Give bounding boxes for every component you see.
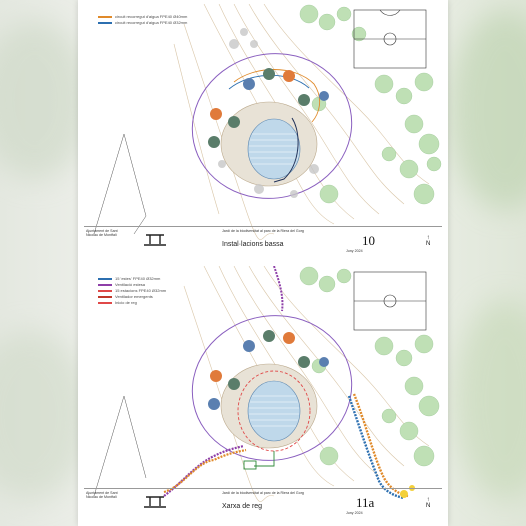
site-lines [93, 133, 147, 235]
legend-swatch [98, 283, 112, 286]
pipe-run-right-orange [352, 393, 409, 498]
basketball-court [353, 9, 427, 69]
legend-label: Ventilador emergents [115, 294, 153, 299]
legend-label: circuit recorregut d'aigua FPE40 Ø40mm [115, 14, 188, 19]
municipality-line-2: Nicolau de Montfalí [86, 233, 117, 237]
document-frame: circuit recorregut d'aigua FPE40 Ø40mm c… [78, 0, 448, 526]
legend-bottom: 15 'estes' FPE40 Ø32mm Ventilació estesa… [98, 276, 166, 306]
legend-swatch [98, 15, 112, 18]
legend-item: Inicio de reg [98, 300, 166, 305]
sheet-date: Juny 2024 [346, 511, 363, 515]
plan-sheet-bottom: 15 'estes' FPE40 Ø32mm Ventilació estesa… [84, 266, 442, 522]
legend-item: 15 'estes' FPE40 Ø32mm [98, 276, 166, 281]
basketball-court [353, 271, 427, 331]
pond [247, 380, 301, 442]
municipality-line-2: Nicolau de Montfalí [86, 495, 117, 499]
title-block-bottom: Ajuntament de Sant Nicolau de Montfalí J… [84, 488, 442, 523]
project-name: Jardí de la biodiversitat al parc de la … [222, 229, 304, 233]
garden-boundary [191, 315, 353, 461]
site-lines [93, 395, 147, 497]
municipality: Ajuntament de Sant Nicolau de Montfalí [86, 491, 138, 499]
legend-swatch [98, 289, 112, 292]
legend-swatch [98, 277, 112, 280]
legend-label: circuit recorregut d'aigua FPE40 Ø32mm [115, 20, 188, 25]
irrigation-feed [254, 451, 275, 467]
pipe-run-right-blue [347, 395, 405, 500]
pond-hatch [249, 395, 299, 427]
logo-icon [144, 496, 166, 508]
trees-green [299, 4, 442, 205]
logo-icon [144, 234, 166, 246]
pond [247, 118, 301, 180]
legend-label: Inicio de reg [115, 300, 137, 305]
legend-item: circuit recorregut d'aigua FPE40 Ø40mm [98, 14, 187, 19]
trees-colored [208, 68, 329, 148]
pond-hatch [249, 133, 299, 165]
orange-circuit [233, 69, 321, 123]
north-arrow-icon: ↑N [426, 235, 431, 247]
legend-label: 15 estacions FPE40 Ø32mm [115, 288, 167, 293]
pipe-run-left-purple [163, 444, 245, 497]
sheet-number: 11a [356, 495, 375, 510]
legend-item: circuit recorregut d'aigua FPE40 Ø32mm [98, 20, 187, 25]
trees-colored [208, 330, 329, 410]
legend-swatch [98, 295, 112, 298]
legend-label: 15 'estes' FPE40 Ø32mm [115, 276, 161, 281]
pond-circuit [273, 117, 299, 183]
legend-item: Ventilació estesa [98, 282, 166, 287]
legend-item: 15 estacions FPE40 Ø32mm [98, 288, 166, 293]
legend-item: Ventilador emergents [98, 294, 166, 299]
valve-box-icon [243, 460, 257, 470]
municipality-line-1: Ajuntament de Sant [86, 229, 118, 233]
site-plan-bottom [93, 266, 440, 502]
legend-swatch [98, 21, 112, 24]
shrubs-grey [218, 28, 319, 198]
site-plan-top [93, 4, 442, 240]
irrigation-ring [237, 370, 311, 452]
north-arrow-icon: ↑N [426, 497, 431, 509]
pipe-run-left-orange [163, 448, 247, 494]
trees-green [299, 266, 440, 467]
pipe-run-top [273, 266, 284, 312]
sheet-date: Juny 2024 [346, 249, 363, 253]
municipality-line-1: Ajuntament de Sant [86, 491, 118, 495]
legend-swatch [98, 301, 112, 304]
municipality: Ajuntament de Sant Nicolau de Montfalí [86, 229, 138, 237]
sheet-title: Instal·lacions bassa [222, 241, 284, 248]
plan-sheet-top: circuit recorregut d'aigua FPE40 Ø40mm c… [84, 4, 442, 260]
sheet-title: Xarxa de reg [222, 503, 263, 510]
title-block-top: Ajuntament de Sant Nicolau de Montfalí J… [84, 226, 442, 261]
sheet-number: 10 [362, 233, 375, 248]
garden-boundary [191, 53, 353, 199]
legend-label: Ventilació estesa [115, 282, 146, 287]
legend-top: circuit recorregut d'aigua FPE40 Ø40mm c… [98, 14, 187, 26]
project-name: Jardí de la biodiversitat al parc de la … [222, 491, 304, 495]
